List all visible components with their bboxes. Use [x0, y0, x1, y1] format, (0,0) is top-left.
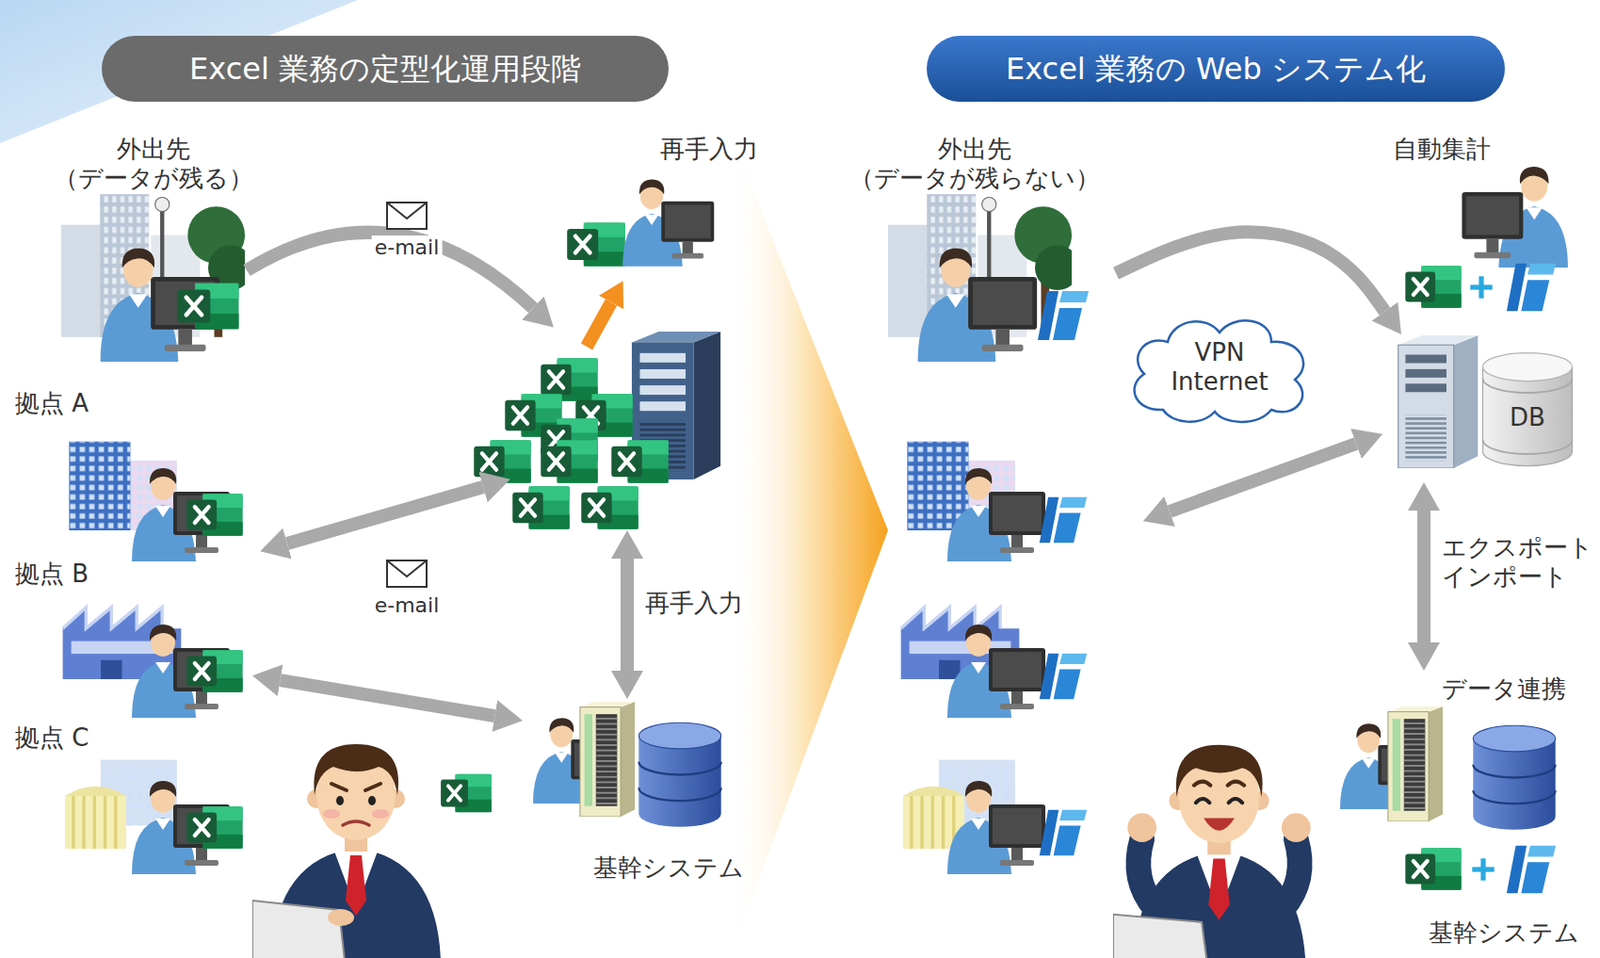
edge-label: エクスポート インポート: [1438, 533, 1600, 592]
excel-icon: [566, 222, 626, 266]
node-text: Excel 業務の定型化運用段階: [189, 50, 582, 87]
excel-icon: [186, 806, 243, 849]
node-text: VPN Internet: [1158, 338, 1281, 397]
happy-staff: [1113, 744, 1311, 958]
excel-icon: [1405, 847, 1461, 890]
mail-envelope: [387, 202, 427, 229]
core-system: データ連携基幹システム: [1327, 670, 1598, 954]
node-text: データ連携: [1414, 674, 1594, 704]
plus-sign: [1471, 857, 1494, 880]
reentry-operator: 再手入力: [561, 130, 762, 276]
worker-figure: [1461, 166, 1568, 268]
mail-label: e-mail: [371, 235, 443, 260]
worker-figure: [918, 247, 1038, 361]
excel-icon: [473, 439, 531, 483]
worker-figure: [947, 468, 1046, 562]
node-text: 外出先 （データが残る）: [40, 134, 266, 194]
web-app-icon: [1039, 653, 1087, 700]
remote-site: 外出先 （データが残る）: [36, 130, 270, 372]
web-app-icon: [1506, 263, 1556, 311]
worker-figure: [947, 780, 1046, 874]
core-server: [580, 701, 635, 817]
network-cloud: VPN Internet: [1120, 306, 1319, 429]
mail-envelope: [387, 560, 427, 587]
excel-icon: [512, 485, 569, 529]
flow-arrow: [1115, 231, 1386, 311]
flow-arrow: [1417, 510, 1431, 643]
mail-label: e-mail: [371, 593, 443, 618]
exchange-arrow: [287, 486, 484, 544]
excel-icon: [186, 493, 243, 536]
reentry-arrow: [586, 302, 612, 347]
node-text: 外出先 （データが残らない）: [837, 134, 1113, 194]
flow-arrow: [280, 679, 496, 716]
worker-figure: [622, 178, 714, 266]
branch-site: 拠点 A: [10, 385, 253, 558]
node-text: 再手入力: [583, 134, 759, 164]
worker-figure: [947, 624, 1046, 718]
database-cylinder: [638, 722, 721, 826]
phase-heading: Excel 業務の Web システム化: [926, 35, 1505, 102]
access-arrow: [1169, 443, 1357, 512]
web-app-icon: [1039, 809, 1087, 857]
node-text: 拠点 A: [15, 388, 157, 419]
excel-icon: [611, 439, 668, 483]
node-text: 拠点 B: [15, 559, 157, 589]
node-text: 基幹システム: [1414, 918, 1594, 948]
remote-site: 外出先 （データが残らない）: [833, 130, 1116, 372]
node-text: Excel 業務の Web システム化: [1005, 50, 1426, 87]
cloud-shape: [1134, 320, 1305, 422]
web-app-icon: [1037, 290, 1089, 340]
core-system: 基幹システム: [522, 701, 815, 890]
phase-heading: Excel 業務の定型化運用段階: [101, 35, 669, 102]
node-text: 拠点 C: [15, 723, 157, 753]
worried-staff: [252, 743, 441, 958]
core-server: [1388, 706, 1443, 822]
excel-icon: [540, 439, 598, 483]
branch-site: 拠点 C: [10, 719, 253, 876]
excel-icon: [1405, 265, 1461, 308]
db-server: DB: [1384, 334, 1590, 483]
excel-icon: [440, 774, 492, 812]
branch-site: 拠点 B: [10, 555, 253, 718]
note-label: 再手入力: [642, 588, 746, 618]
excel-icon: [186, 649, 243, 693]
transition-chevron: [729, 131, 889, 958]
node-text: 基幹システム: [574, 853, 763, 883]
web-app-icon: [1039, 497, 1087, 544]
web-app-icon: [1506, 845, 1556, 893]
web-server: [1398, 335, 1479, 469]
excel-icon: [581, 485, 638, 529]
node-text: DB: [1480, 403, 1575, 433]
plus-sign: [1470, 275, 1492, 298]
database-cylinder: [1472, 725, 1555, 829]
mail-arrow: [246, 232, 534, 308]
reentry-arrow: [620, 558, 634, 671]
excel-icon: [177, 283, 240, 330]
node-text: 自動集計: [1392, 134, 1506, 164]
auto-aggregation: 自動集計: [1389, 130, 1594, 321]
